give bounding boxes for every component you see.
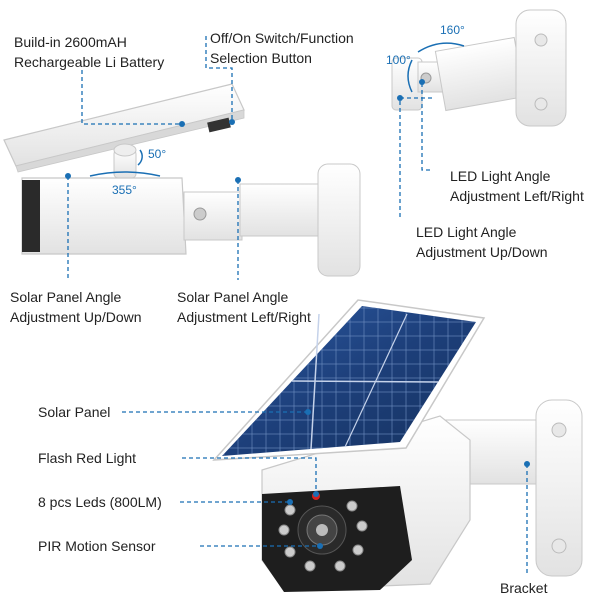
led-vertical-angle-label: 100° <box>386 53 411 67</box>
closeup-bracket-plate <box>515 9 567 127</box>
side-view-device <box>3 83 361 277</box>
side-lens-face <box>22 180 40 252</box>
side-light-body <box>21 177 187 255</box>
rotate-angle-label: 355° <box>112 183 137 197</box>
main-solar-panel <box>212 299 486 461</box>
solar-panel-label: Solar Panel <box>38 404 111 420</box>
side-bracket <box>317 163 361 277</box>
bracket-label: Bracket <box>500 580 548 596</box>
tilt-angle-label: 50° <box>148 147 166 161</box>
callout-lines <box>67 36 528 574</box>
side-switch <box>207 117 231 133</box>
bracket-closeup <box>391 9 567 127</box>
main-bracket-plate <box>535 399 583 577</box>
led-ring <box>278 500 368 572</box>
flash-red-light-label: Flash Red Light <box>38 450 137 466</box>
callout-dots <box>65 79 530 549</box>
pir-sensor-label: PIR Motion Sensor <box>38 538 156 554</box>
led-horizontal-angle-label: 160° <box>440 23 465 37</box>
side-arm <box>183 191 243 241</box>
leds-label: 8 pcs Leds (800LM) <box>38 494 162 510</box>
